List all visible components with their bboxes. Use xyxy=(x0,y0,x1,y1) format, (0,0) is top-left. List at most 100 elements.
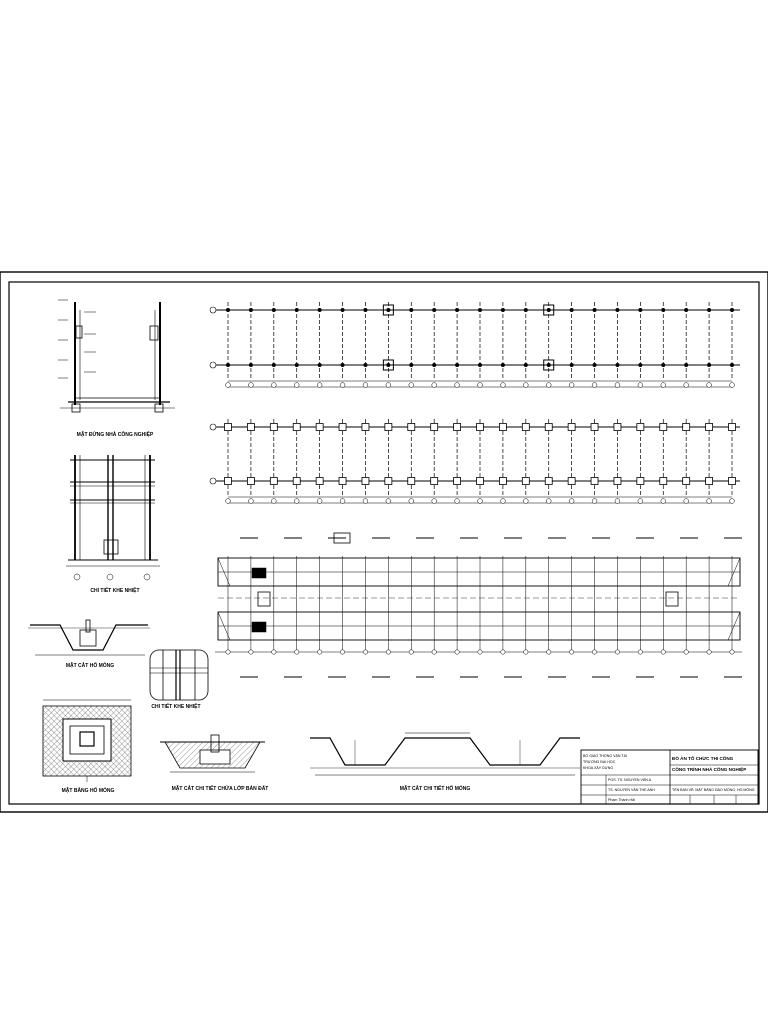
grid-axis-bubble xyxy=(294,382,300,388)
grid-axis-bubble xyxy=(706,498,712,504)
tb-left-line-2: TRƯỜNG ĐẠI HỌC xyxy=(583,760,616,764)
column-mark xyxy=(478,308,482,312)
grid-axis-bubble xyxy=(706,382,712,388)
column-mark xyxy=(294,308,299,312)
column-mark xyxy=(432,363,437,367)
tb-row-3: Phạm Thành Hải xyxy=(608,798,635,802)
tb-sheet-name: TÊN BẢN VẼ: MẶT BẰNG ĐÀO MÓNG, HỐ MÓNG xyxy=(672,788,755,792)
caption-pit-detail-section: MẶT CẮT CHI TIẾT HỐ MÓNG xyxy=(399,786,471,792)
sand-layer-drawing xyxy=(160,734,265,773)
grid-axis-bubble xyxy=(660,498,666,504)
footing-mark xyxy=(636,423,645,431)
column-mark xyxy=(271,363,276,367)
footing-mark xyxy=(338,423,347,431)
footing-mark xyxy=(384,477,393,485)
grid-axis-bubble xyxy=(225,382,231,388)
grid-axis-bubble xyxy=(408,382,414,388)
column-mark xyxy=(684,363,689,367)
column-mark xyxy=(638,363,643,367)
grid-axis-bubble xyxy=(523,382,529,388)
footing-mark xyxy=(521,477,530,485)
column-mark xyxy=(386,363,391,367)
column-mark xyxy=(455,308,460,312)
grid-axis-bubble xyxy=(431,498,437,504)
excavation-axis-bubble xyxy=(248,649,254,655)
footing-mark xyxy=(476,423,484,431)
excavation-axis-bubble xyxy=(592,649,597,655)
footing-mark xyxy=(567,423,576,431)
caption-expansion-joint-1: CHI TIẾT KHE NHIỆT xyxy=(90,588,140,594)
column-mark xyxy=(294,363,299,367)
column-mark xyxy=(638,308,643,312)
expansion-joint-drawing-2 xyxy=(149,649,209,701)
column-mark xyxy=(523,308,528,312)
elevation-drawing xyxy=(58,299,175,413)
footing-detail-mark xyxy=(382,304,394,316)
footing-mark xyxy=(315,423,324,431)
excavation-axis-bubble xyxy=(431,649,437,655)
column-mark xyxy=(661,308,666,312)
grid-axis-bubble xyxy=(591,382,598,388)
foundation-plan-1 xyxy=(209,302,740,388)
grid-axis-bubble xyxy=(637,498,644,504)
grid-axis-bubble xyxy=(683,498,689,504)
footing-mark xyxy=(269,477,278,485)
footing-detail-mark xyxy=(543,359,555,371)
caption-pit-section: MẶT CẮT HỐ MÓNG xyxy=(65,663,115,669)
column-mark xyxy=(523,363,528,367)
grid-axis-bubble xyxy=(546,382,552,388)
row-bubble xyxy=(209,361,217,369)
title-block xyxy=(580,749,759,805)
footing-detail-mark xyxy=(543,304,555,316)
column-mark xyxy=(615,363,620,367)
inner-border xyxy=(8,281,760,805)
grid-axis-bubble xyxy=(362,382,369,388)
grid-axis-bubble xyxy=(500,382,506,388)
column-mark xyxy=(340,308,345,312)
column-mark xyxy=(317,363,322,367)
footing-mark xyxy=(476,477,484,485)
excavation-axis-bubble xyxy=(637,649,643,655)
footing-mark xyxy=(361,477,370,485)
excavation-axis-bubble xyxy=(363,649,368,655)
row-bubble xyxy=(209,423,217,431)
grid-axis-bubble xyxy=(271,382,277,388)
footing-mark xyxy=(247,423,255,431)
footing-mark xyxy=(590,477,599,485)
excavation-axis-bubble xyxy=(340,649,345,655)
column-mark xyxy=(592,308,597,312)
grid-axis-bubble xyxy=(454,498,460,504)
footing-mark xyxy=(659,423,668,431)
caption-elevation: MẶT ĐỨNG NHÀ CÔNG NGHIỆP xyxy=(76,432,154,438)
tb-row-2: TS. NGUYỄN VĂN THẾ ANH xyxy=(608,788,655,792)
grid-axis-bubble xyxy=(454,382,460,388)
column-mark xyxy=(226,308,230,312)
pit-plan-drawing xyxy=(42,699,132,782)
footing-mark xyxy=(247,477,255,485)
tb-row-1: PGS. TS. NGUYỄN VĂN A xyxy=(608,778,652,782)
grid-axis-bubble xyxy=(271,498,277,504)
excavation-axis-bubble xyxy=(477,649,483,655)
excavation-axis-bubble xyxy=(706,649,712,655)
footing-mark xyxy=(636,477,645,485)
grid-axis-bubble xyxy=(523,498,529,504)
footing-mark xyxy=(361,423,370,431)
excavation-axis-bubble xyxy=(225,649,231,655)
grid-axis-bubble xyxy=(316,498,323,504)
grid-axis-bubble xyxy=(248,498,254,504)
grid-axis-bubble xyxy=(614,382,621,388)
column-mark xyxy=(409,308,414,312)
grid-axis-bubble xyxy=(339,382,346,388)
footing-mark xyxy=(407,477,416,485)
footing-mark xyxy=(567,477,576,485)
column-mark xyxy=(386,308,391,312)
grid-axis-bubble xyxy=(729,382,735,388)
footing-detail-mark xyxy=(382,359,394,371)
column-mark xyxy=(684,308,689,312)
grid-axis-bubble xyxy=(316,382,323,388)
footing-mark xyxy=(315,477,324,485)
caption-sand-layer: MẶT CẮT CHI TIẾT CHỨA LỚP BẢN ĐẤT xyxy=(171,786,269,792)
column-mark xyxy=(478,363,482,367)
column-mark xyxy=(707,363,712,367)
pit-detail-section-drawing xyxy=(310,732,580,776)
